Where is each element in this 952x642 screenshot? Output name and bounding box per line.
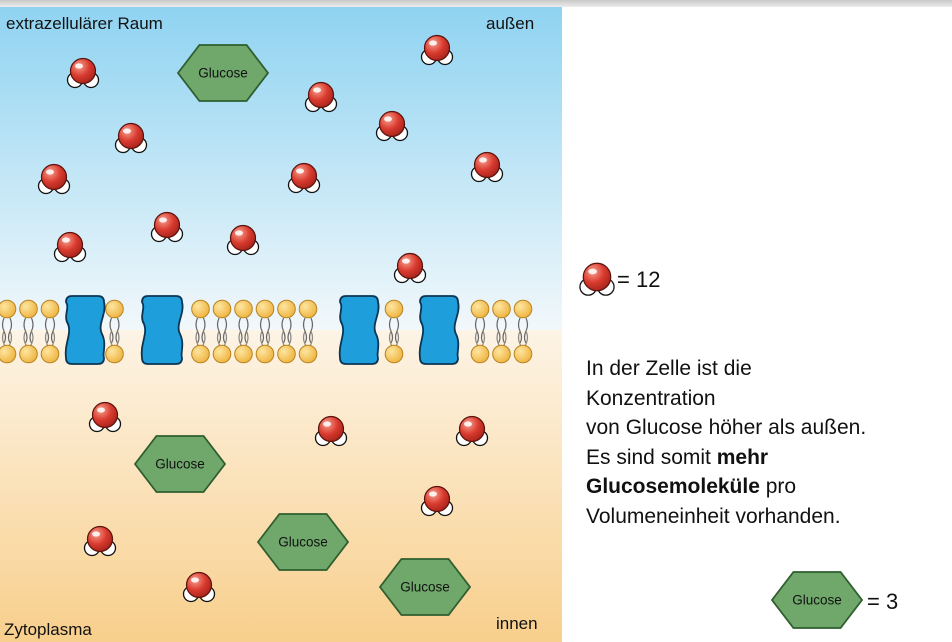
desc-line-5-bold: Glucosemoleküle: [586, 475, 760, 498]
glucose-label: Glucose: [400, 579, 450, 595]
water-molecule: [304, 81, 338, 113]
lipid: [277, 299, 296, 364]
desc-line-5-post: pro: [759, 475, 797, 498]
water-molecule: [420, 485, 454, 517]
lipid: [298, 299, 318, 364]
water-molecule: [66, 57, 100, 89]
glucose-hexagon: [176, 44, 270, 102]
lipid: [470, 299, 490, 364]
desc-line-4: Es sind somit mehr: [586, 443, 946, 473]
channel-proteins: [64, 295, 460, 365]
desc-line-1: In der Zelle ist die: [586, 357, 752, 380]
desc-line-5: Glucosemoleküle pro: [586, 472, 946, 502]
glucose-molecules: [133, 44, 472, 616]
lipid: [234, 299, 253, 364]
water-molecule: [114, 122, 148, 154]
lipid: [191, 299, 210, 364]
water-molecule: [83, 525, 117, 557]
lipid: [492, 299, 511, 364]
water-molecule: [226, 224, 260, 256]
water-molecule: [420, 34, 454, 66]
membrane-diagram: [0, 7, 562, 642]
water-molecules: [37, 34, 504, 603]
channel-protein: [64, 295, 106, 365]
desc-line-6: Volumeneinheit vorhanden.: [586, 504, 841, 528]
water-molecule: [182, 571, 216, 603]
glucose-hexagon: [133, 435, 227, 493]
lipid: [255, 299, 275, 364]
water-molecule: [455, 415, 489, 447]
glucose-label: Glucose: [198, 65, 248, 81]
extracellular-space: [0, 7, 562, 330]
desc-line-4-bold: mehr: [716, 445, 769, 469]
description-text: In der Zelle ist die Konzentration von G…: [586, 354, 946, 531]
lipid: [212, 299, 232, 364]
glucose-label: Glucose: [278, 534, 328, 550]
water-molecule: [37, 163, 71, 195]
lipid: [105, 299, 124, 364]
lipid: [513, 299, 533, 364]
lipid: [40, 299, 60, 364]
top-edge-bar: [0, 0, 952, 7]
lipid: [384, 299, 404, 364]
water-molecule: [393, 252, 427, 284]
channel-protein: [418, 295, 460, 365]
legend-water-count: = 12: [617, 267, 661, 292]
cytoplasm-label: Zytoplasma: [4, 620, 92, 639]
glucose-hexagon: [256, 513, 350, 571]
inside-label: innen: [496, 614, 538, 633]
membrane: [0, 299, 533, 364]
water-molecule: [470, 151, 504, 183]
water-molecule: [579, 262, 615, 296]
glucose-hexagon: [378, 558, 472, 616]
water-molecule: [375, 110, 409, 142]
water-molecule: [53, 231, 87, 263]
cytoplasm: [0, 330, 562, 642]
lipid: [0, 299, 17, 364]
water-molecule: [287, 162, 321, 194]
glucose-label: Glucose: [155, 456, 205, 472]
extracellular-label: extrazellulärer Raum: [6, 14, 163, 33]
desc-line-4-pre: Es sind somit: [586, 445, 717, 469]
channel-protein: [140, 295, 184, 365]
outside-label: außen: [486, 14, 535, 33]
lipid: [19, 299, 38, 364]
water-molecule: [314, 415, 348, 447]
legend-glucose-count: = 3: [867, 589, 899, 614]
desc-line-3: von Glucose höher als außen.: [586, 416, 867, 439]
water-molecule: [88, 401, 122, 433]
desc-line-2: Konzentration: [586, 386, 716, 410]
glucose-label: Glucose: [792, 592, 842, 608]
legend-water-icon: [579, 262, 615, 296]
channel-protein: [338, 295, 380, 365]
water-molecule: [150, 211, 184, 243]
